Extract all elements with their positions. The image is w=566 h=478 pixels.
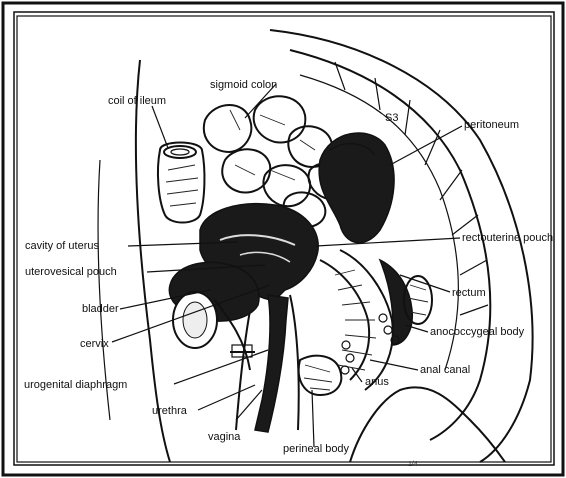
label-urogenital-diaphragm: urogenital diaphragm xyxy=(24,379,127,391)
label-sigmoid-colon: sigmoid colon xyxy=(210,79,277,91)
label-coil-of-ileum: coil of ileum xyxy=(108,95,166,107)
label-s3: S3 xyxy=(385,112,398,124)
coil-of-ileum xyxy=(158,143,205,223)
label-anococcygeal-body: anococcygeal body xyxy=(430,326,525,338)
label-peritoneum: peritoneum xyxy=(464,119,519,131)
label-uterovesical-pouch: uterovesical pouch xyxy=(25,266,117,278)
label-cavity-of-uterus: cavity of uterus xyxy=(25,240,99,252)
label-urethra: urethra xyxy=(152,405,188,417)
corner-mark: 1/4 xyxy=(408,461,418,468)
label-anal-canal: anal canal xyxy=(420,364,470,376)
label-cervix: cervix xyxy=(80,338,109,350)
label-bladder: bladder xyxy=(82,303,119,315)
label-anus: anus xyxy=(365,376,389,388)
perineal-body xyxy=(299,341,354,395)
label-vagina: vagina xyxy=(208,431,241,443)
label-perineal-body: perineal body xyxy=(283,443,350,455)
rectosigmoid-mass xyxy=(319,133,394,243)
rectum xyxy=(320,250,412,390)
label-rectum: rectum xyxy=(452,287,486,299)
label-rectouterine-pouch: rectouterine pouch xyxy=(462,232,553,244)
